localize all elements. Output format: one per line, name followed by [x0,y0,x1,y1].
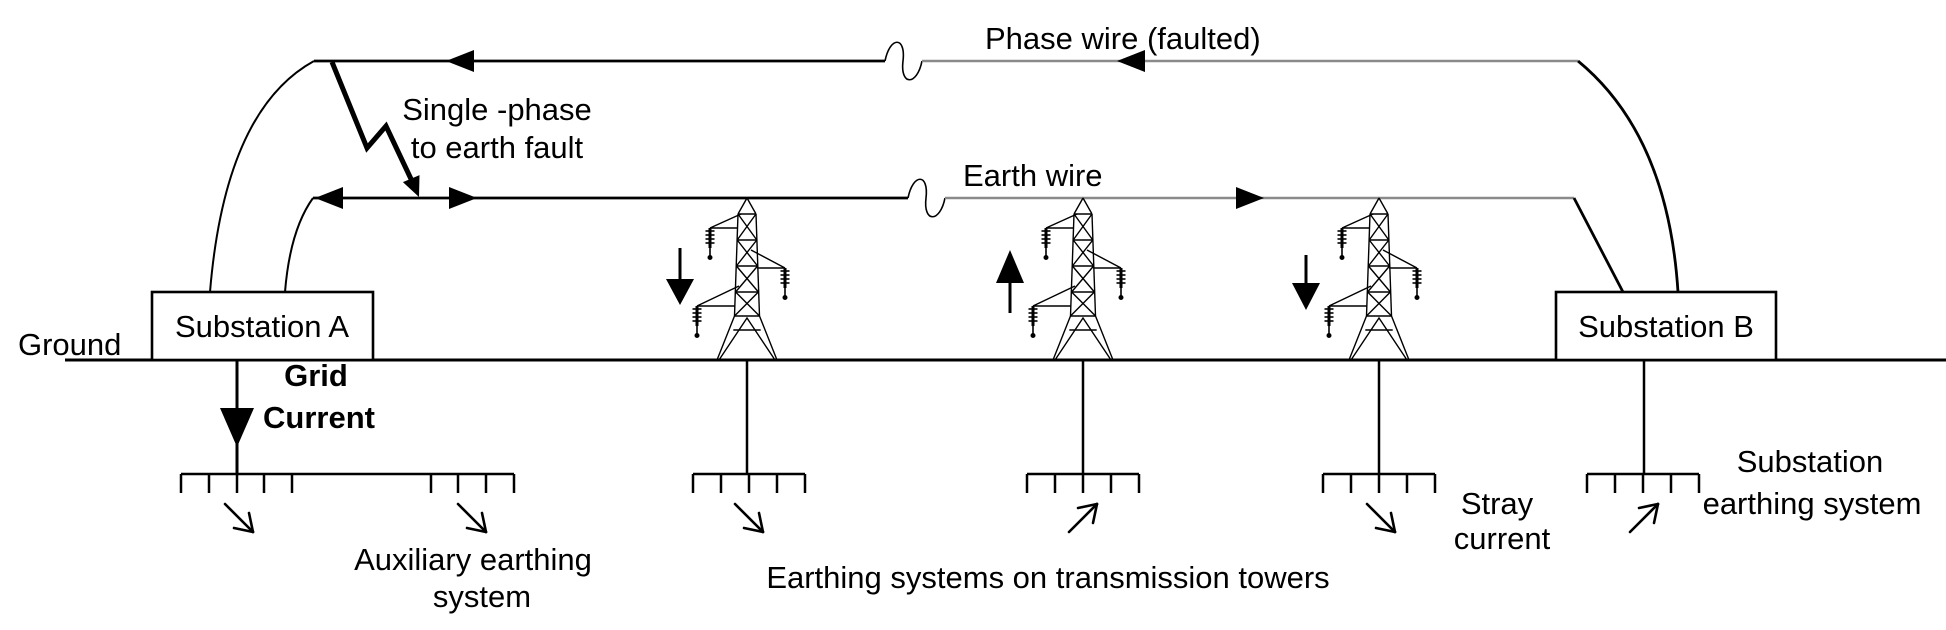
earth-wire [284,178,1625,293]
earth-wire-break [907,178,946,218]
phase-wire [209,41,1680,293]
stray-current-label-line2: current [1454,521,1551,556]
substation-a: Substation A [150,290,375,362]
fault-bolt [329,61,420,197]
earth-current-arrow-left [315,187,343,209]
substation-b-earthing-system [1585,360,1701,534]
towers-earthing-caption: Earthing systems on transmission towers [766,560,1329,595]
phase-wire-label: Phase wire (faulted) [985,21,1261,56]
subb-earthing-label-line1: Substation [1737,444,1884,479]
earth-current-arrow-right [1236,187,1264,209]
stray-arrow-aux-right [456,502,488,534]
aux-earthing-label-line2: system [433,579,531,614]
substation-a-label: Substation A [175,309,349,344]
tower-2-current-arrow-up [996,250,1024,313]
earth-wire-label: Earth wire [963,158,1103,193]
phase-current-arrow-right [1117,50,1145,72]
stray-arrow-aux-left [223,502,255,534]
tower-3-current-arrow-down [1292,255,1320,310]
grid-current-label-line1: Grid [284,358,348,393]
transmission-tower-1 [666,198,807,534]
substation-b: Substation B [1554,290,1778,362]
ground-label: Ground [18,327,121,362]
substation-b-label: Substation B [1578,309,1754,344]
transmission-tower-3 [1292,198,1437,534]
grid-current-arrow [220,360,254,474]
tower-1-current-arrow-down [666,248,694,305]
fault-label-line1: Single -phase [402,92,592,127]
auxiliary-earthing-system [179,472,516,493]
stray-current-label-line1: Stray [1461,486,1534,521]
earth-current-arrow-mid [449,187,477,209]
fault-label-line2: to earth fault [411,130,584,165]
phase-current-arrow-left [446,50,474,72]
transmission-tower-2 [996,198,1141,534]
phase-wire-break [884,41,923,81]
subb-earthing-label-line2: earthing system [1703,486,1922,521]
aux-earthing-label-line1: Auxiliary earthing [354,542,592,577]
grid-current-label-line2: Current [263,400,375,435]
